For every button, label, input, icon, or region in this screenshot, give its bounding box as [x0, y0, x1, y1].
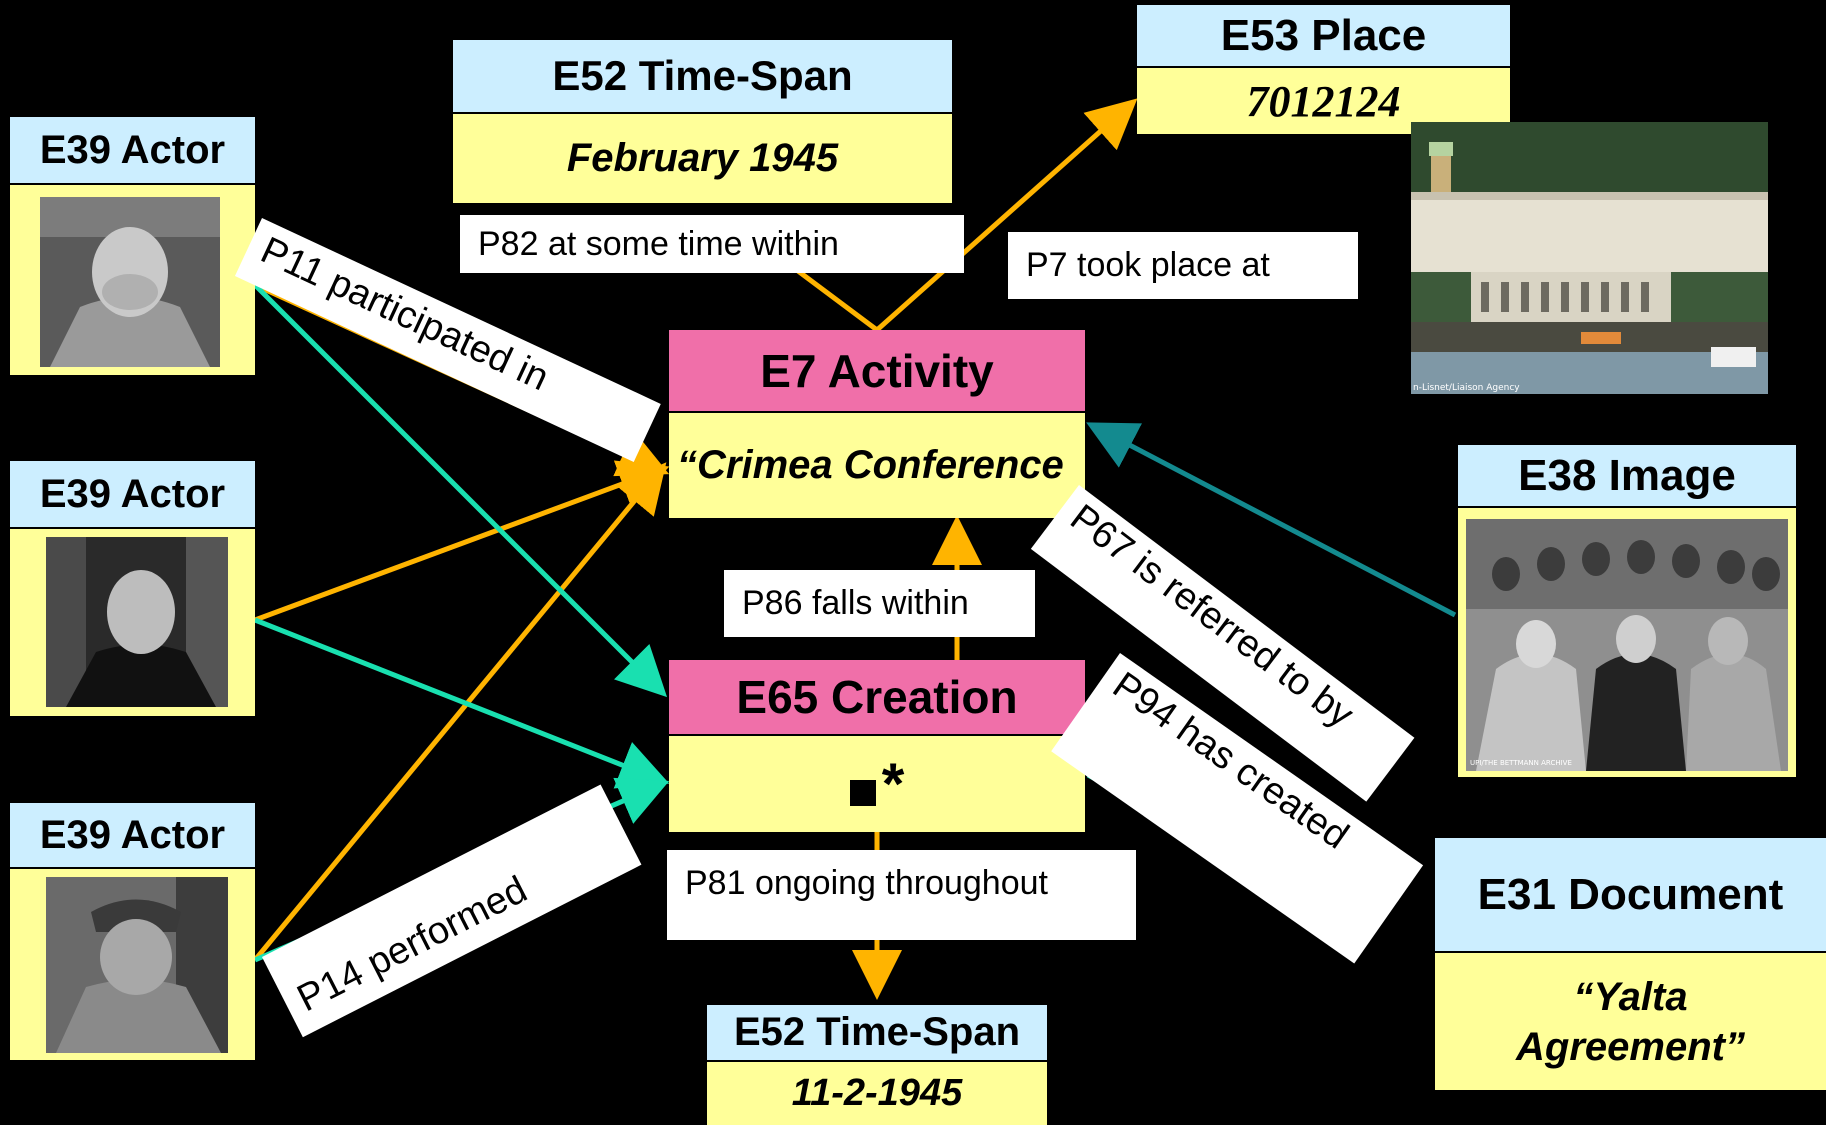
node-timespan-bottom-value: 11-2-1945 — [707, 1062, 1047, 1125]
node-document-value-line1: “Yalta — [1573, 974, 1688, 1019]
yalta-photo-credit: n-Lisnet/Liaison Agency — [1413, 383, 1520, 393]
node-timespan-bottom-class: E52 Time-Span — [707, 1005, 1047, 1062]
node-image: E38 Image UPI/THE BETTMANN ARCHIVE — [1458, 445, 1796, 777]
node-timespan-top-class: E52 Time-Span — [453, 40, 952, 114]
label-p81: P81 ongoing throughout — [667, 850, 1136, 940]
node-activity-class: E7 Activity — [669, 330, 1085, 413]
edge-p67 — [1086, 422, 1457, 618]
node-timespan-bottom: E52 Time-Span 11-2-1945 — [707, 1005, 1047, 1125]
node-actor-3: E39 Actor — [10, 803, 255, 1060]
node-activity-value: “Crimea Conference — [669, 413, 1085, 518]
node-document-value-line2: Agreement” — [1516, 1024, 1745, 1069]
node-actor-1-class: E39 Actor — [10, 117, 255, 185]
group-photo-credit: UPI/THE BETTMANN ARCHIVE — [1470, 759, 1572, 767]
edge-p7 — [875, 98, 1138, 332]
node-creation-value: * — [881, 751, 905, 817]
node-document: E31 Document “Yalta Agreement” — [1435, 838, 1826, 1090]
edge-p11-actor3 — [253, 462, 667, 962]
node-actor-2-class: E39 Actor — [10, 461, 255, 529]
label-p7: P7 took place at — [1008, 232, 1358, 299]
node-image-class: E38 Image — [1458, 445, 1796, 508]
node-timespan-top-value: February 1945 — [453, 114, 952, 203]
yalta-palace-photo: n-Lisnet/Liaison Agency — [1411, 122, 1768, 394]
node-actor-3-class: E39 Actor — [10, 803, 255, 869]
node-creation-marker — [849, 780, 876, 806]
group-photo: UPI/THE BETTMANN ARCHIVE — [1466, 519, 1788, 771]
edge-p82 — [788, 262, 879, 333]
node-creation-body: * — [669, 736, 1085, 832]
node-creation: E65 Creation * — [669, 660, 1085, 832]
node-creation-class: E65 Creation — [669, 660, 1085, 736]
edge-p11-actor2 — [254, 460, 670, 623]
node-document-class: E31 Document — [1435, 838, 1826, 953]
node-document-value: “Yalta Agreement” — [1435, 953, 1826, 1090]
node-timespan-top: E52 Time-Span February 1945 — [453, 40, 952, 203]
label-p86: P86 falls within — [724, 570, 1035, 637]
edge-p14-actor2 — [254, 617, 670, 789]
actor-3-portrait — [46, 877, 228, 1053]
node-activity: E7 Activity “Crimea Conference — [669, 330, 1085, 518]
actor-2-portrait — [46, 537, 228, 707]
node-actor-1: E39 Actor — [10, 117, 255, 375]
node-actor-2: E39 Actor — [10, 461, 255, 716]
actor-1-portrait — [40, 197, 220, 367]
node-place: E53 Place 7012124 — [1137, 5, 1510, 134]
label-p82: P82 at some time within — [460, 215, 964, 273]
edge-p14-actor1 — [253, 283, 668, 698]
node-place-class: E53 Place — [1137, 5, 1510, 68]
